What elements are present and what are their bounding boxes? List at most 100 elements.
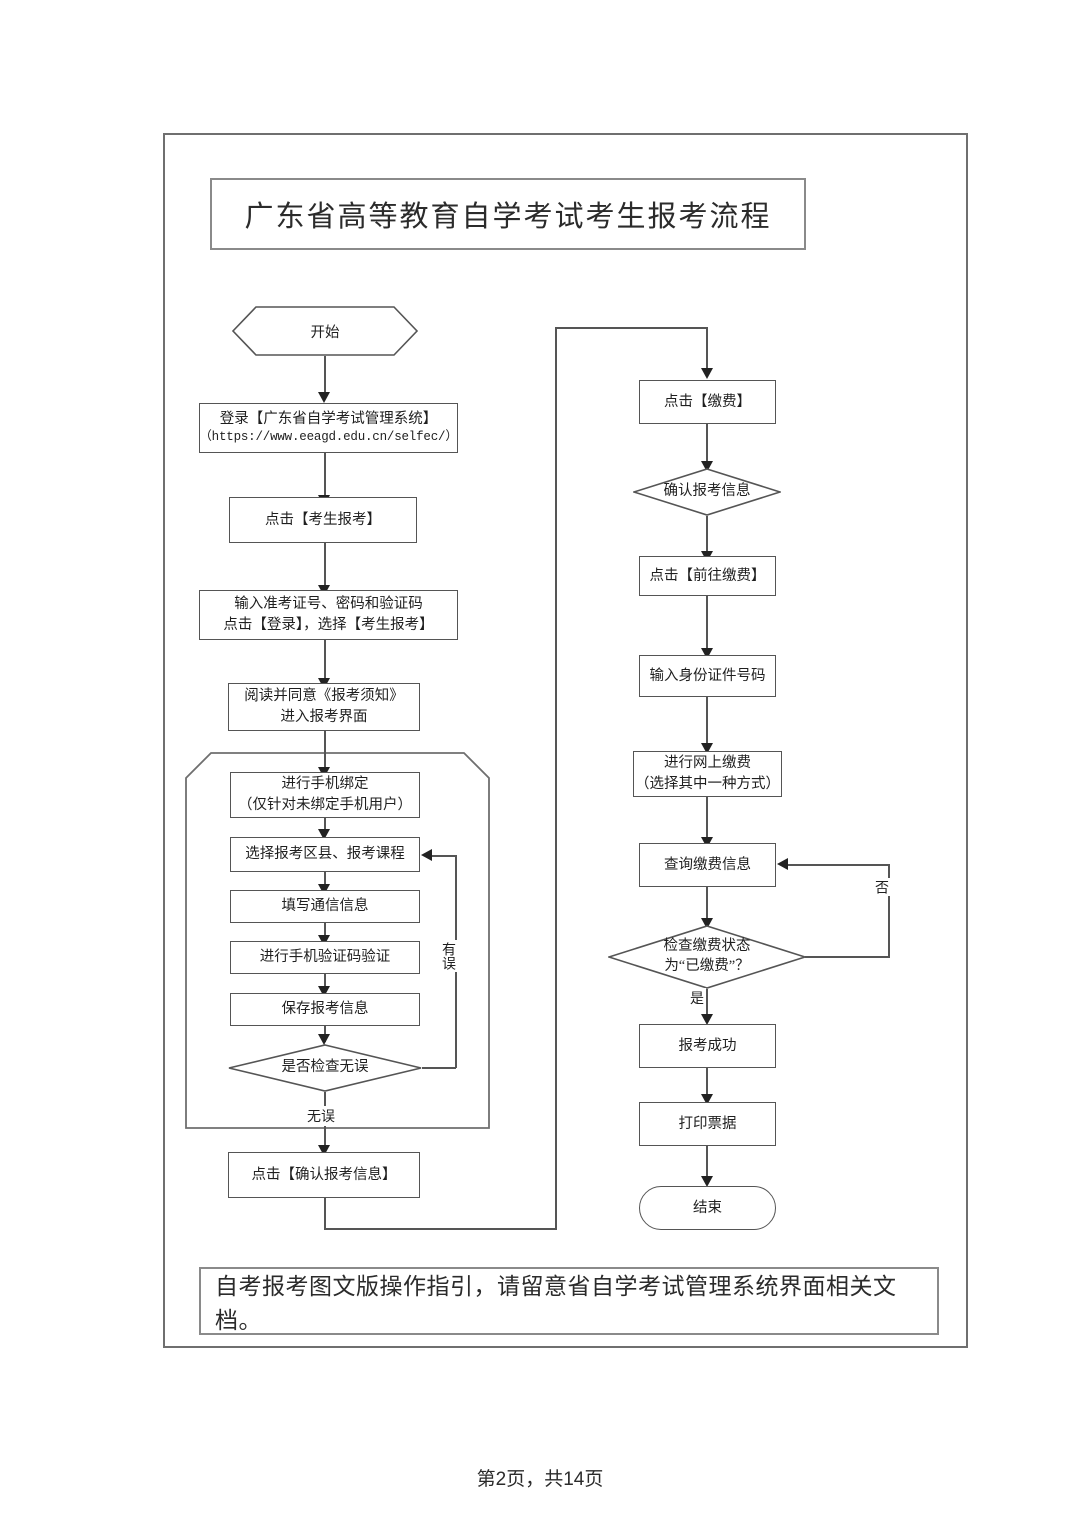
page-number: 第2页，共14页 [476,1469,604,1490]
node-enter-credentials-line2: 点击【登录】，选择【考生报考】 [223,617,434,633]
connector-online-pay-to-query [706,797,708,842]
connector-bridge-right-top [555,327,708,329]
node-check-correct-decision-label: 是否检查无误 [281,1059,369,1076]
node-confirm-exam-info-decision: 确认报考信息 [633,468,781,516]
connector-login-to-click-register [324,453,326,499]
node-click-pay-label: 点击【缴费】 [664,393,751,410]
connector-query-to-status-decision [706,887,708,923]
node-query-payment-info: 查询缴费信息 [639,843,776,887]
connector-enter-id-to-online-pay [706,697,708,748]
footer-note-box: 自考报考图文版操作指引，请留意省自学考试管理系统界面相关文档。 [199,1267,939,1335]
node-verify-sms-code-label: 进行手机验证码验证 [259,949,391,966]
node-select-district-course-label: 选择报考区县、报考课程 [245,846,405,863]
node-fill-contact-info-label: 填写通信信息 [281,898,369,915]
node-bind-phone: 进行手机绑定 （仅针对未绑定手机用户） [230,772,420,818]
node-login-system-line1: 登录【广东省自学考试管理系统】 [219,410,438,427]
node-login-system-url: （https://www.eeagd.edu.cn/selfec/） [199,430,458,445]
node-confirm-registration-info: 点击【确认报考信息】 [228,1152,420,1198]
node-select-district-course: 选择报考区县、报考课程 [230,837,420,872]
connector-credentials-to-read-agree [324,640,326,682]
node-payment-status-decision-line1: 检查缴费状态 [663,938,751,955]
footer-note-text: 自考报考图文版操作指引，请留意省自学考试管理系统界面相关文档。 [215,1274,897,1333]
arrow-query-to-status-decision [701,918,713,929]
page-title-banner: 广东省高等教育自学考试考生报考流程 [210,178,806,250]
node-click-go-to-pay: 点击【前往缴费】 [639,556,776,596]
connector-no-loop-into-query [788,864,889,866]
node-payment-status-decision: 检查缴费状态 为“已缴费”？ [608,925,806,989]
connector-no-loop-up [888,864,890,957]
arrow-bind-phone-to-select-course [318,829,330,840]
node-enter-id-number: 输入身份证件号码 [639,655,776,697]
connector-go-pay-to-enter-id [706,596,708,653]
connector-select-course-to-fill-contact [324,872,326,889]
node-payment-status-decision-label: 检查缴费状态 为“已缴费”？ [608,925,806,989]
node-confirm-registration-info-label: 点击【确认报考信息】 [251,1166,397,1183]
connector-error-loop-into-select [432,855,456,857]
node-enter-credentials: 输入准考证号、密码和验证码 点击【登录】，选择【考生报考】 [199,590,458,640]
node-read-and-agree: 阅读并同意《报考须知》 进入报考界面 [228,683,420,731]
connector-click-register-to-credentials [324,543,326,589]
connector-confirm-info-to-go-pay [706,516,708,556]
arrow-success-to-print [701,1094,713,1105]
arrow-click-pay-to-confirm-info [701,461,713,472]
connector-yes-down [706,989,708,1022]
node-enter-id-number-label: 输入身份证件号码 [649,667,766,684]
arrow-no-error-to-confirm [318,1145,330,1156]
node-online-payment-line2: （选择其中一种方式） [635,776,780,792]
connector-fill-contact-to-verify-sms [324,923,326,941]
arrow-save-info-to-check-decision [318,1034,330,1045]
edge-label-has-error: 有误 [437,940,457,972]
node-save-registration-info-label: 保存报考信息 [281,1001,369,1018]
node-print-receipt-label: 打印票据 [678,1115,737,1132]
connector-bridge-down-to-pay [706,327,708,372]
connector-bind-phone-to-select-course [324,818,326,834]
node-read-and-agree-line2: 进入报考界面 [280,709,368,725]
node-click-candidate-register-label: 点击【考生报考】 [265,511,381,528]
connector-confirm-right [324,1228,557,1230]
arrow-print-to-end [701,1176,713,1187]
arrow-online-pay-to-query [701,837,713,848]
edge-label-no: 否 [870,878,890,896]
connector-start-to-login [324,356,326,396]
connector-confirm-down [324,1198,326,1229]
arrow-yes-to-success [701,1014,713,1025]
node-click-candidate-register: 点击【考生报考】 [229,497,417,543]
edge-label-no-error: 无误 [305,1106,337,1126]
arrow-verify-sms-to-save-info [318,986,330,997]
node-payment-status-decision-line2: 为“已缴费”？ [664,958,750,974]
arrow-enter-id-to-online-pay [701,743,713,754]
node-click-pay: 点击【缴费】 [639,380,776,424]
node-registration-success-label: 报考成功 [678,1037,737,1054]
node-start-label: 开始 [310,324,340,341]
connector-error-loop-right [422,1067,456,1069]
arrow-select-course-to-fill-contact [318,884,330,895]
page-title: 广东省高等教育自学考试考生报考流程 [244,201,772,233]
node-check-correct-decision: 是否检查无误 [228,1044,422,1092]
node-end-label: 结束 [693,1199,722,1216]
connector-read-agree-to-bind-phone [324,731,326,771]
node-fill-contact-info: 填写通信信息 [230,890,420,923]
edge-label-yes: 是 [688,988,706,1008]
node-registration-success: 报考成功 [639,1024,776,1068]
node-online-payment-line1: 进行网上缴费 [664,755,751,772]
node-confirm-exam-info-decision-label: 确认报考信息 [663,483,751,500]
connector-click-pay-to-confirm-info [706,424,708,466]
node-end: 结束 [639,1186,776,1230]
arrow-fill-contact-to-verify-sms [318,935,330,946]
arrow-go-pay-to-enter-id [701,648,713,659]
arrow-start-to-login [318,392,330,403]
arrow-error-loop-to-select-course [421,849,432,861]
connector-verify-sms-to-save-info [324,974,326,992]
node-login-system: 登录【广东省自学考试管理系统】 （https://www.eeagd.edu.c… [199,403,458,453]
connector-print-to-end [706,1146,708,1184]
registration-steps-group-container [185,752,490,1129]
node-save-registration-info: 保存报考信息 [230,993,420,1026]
connector-success-to-print [706,1068,708,1103]
node-print-receipt: 打印票据 [639,1102,776,1146]
node-query-payment-info-label: 查询缴费信息 [664,856,751,873]
node-enter-credentials-line1: 输入准考证号、密码和验证码 [234,596,423,613]
node-verify-sms-code: 进行手机验证码验证 [230,941,420,974]
node-click-go-to-pay-label: 点击【前往缴费】 [649,567,766,584]
node-bind-phone-line1: 进行手机绑定 [281,776,369,793]
node-bind-phone-line2: （仅针对未绑定手机用户） [238,797,412,813]
